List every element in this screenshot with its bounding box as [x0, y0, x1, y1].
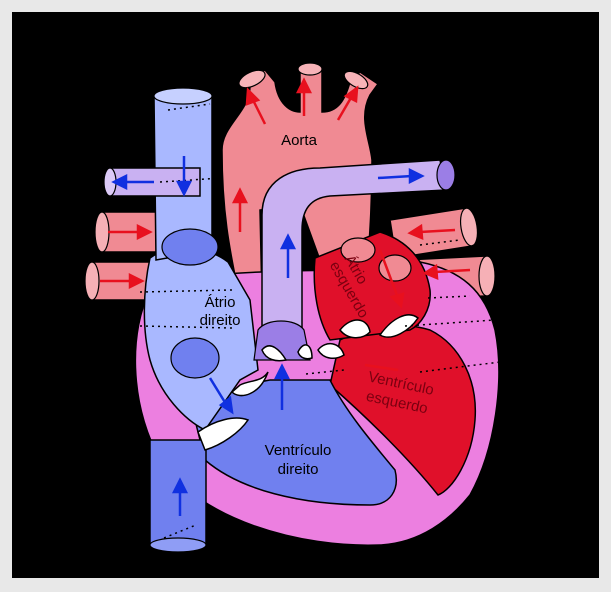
valves — [197, 314, 420, 451]
dotted-guide-lines — [139, 103, 501, 539]
label-ventriculo-direito-line2: direito — [278, 461, 319, 478]
red-flow-arrows — [100, 77, 471, 372]
blue-flow-arrows — [111, 156, 425, 516]
label-atrio-direito-line2: direito — [200, 312, 241, 329]
label-atrio-direito-line1: Átrio — [205, 294, 236, 311]
label-aorta: Aorta — [281, 132, 318, 149]
label-ventriculo-direito-line1: Ventrículo — [265, 442, 332, 459]
